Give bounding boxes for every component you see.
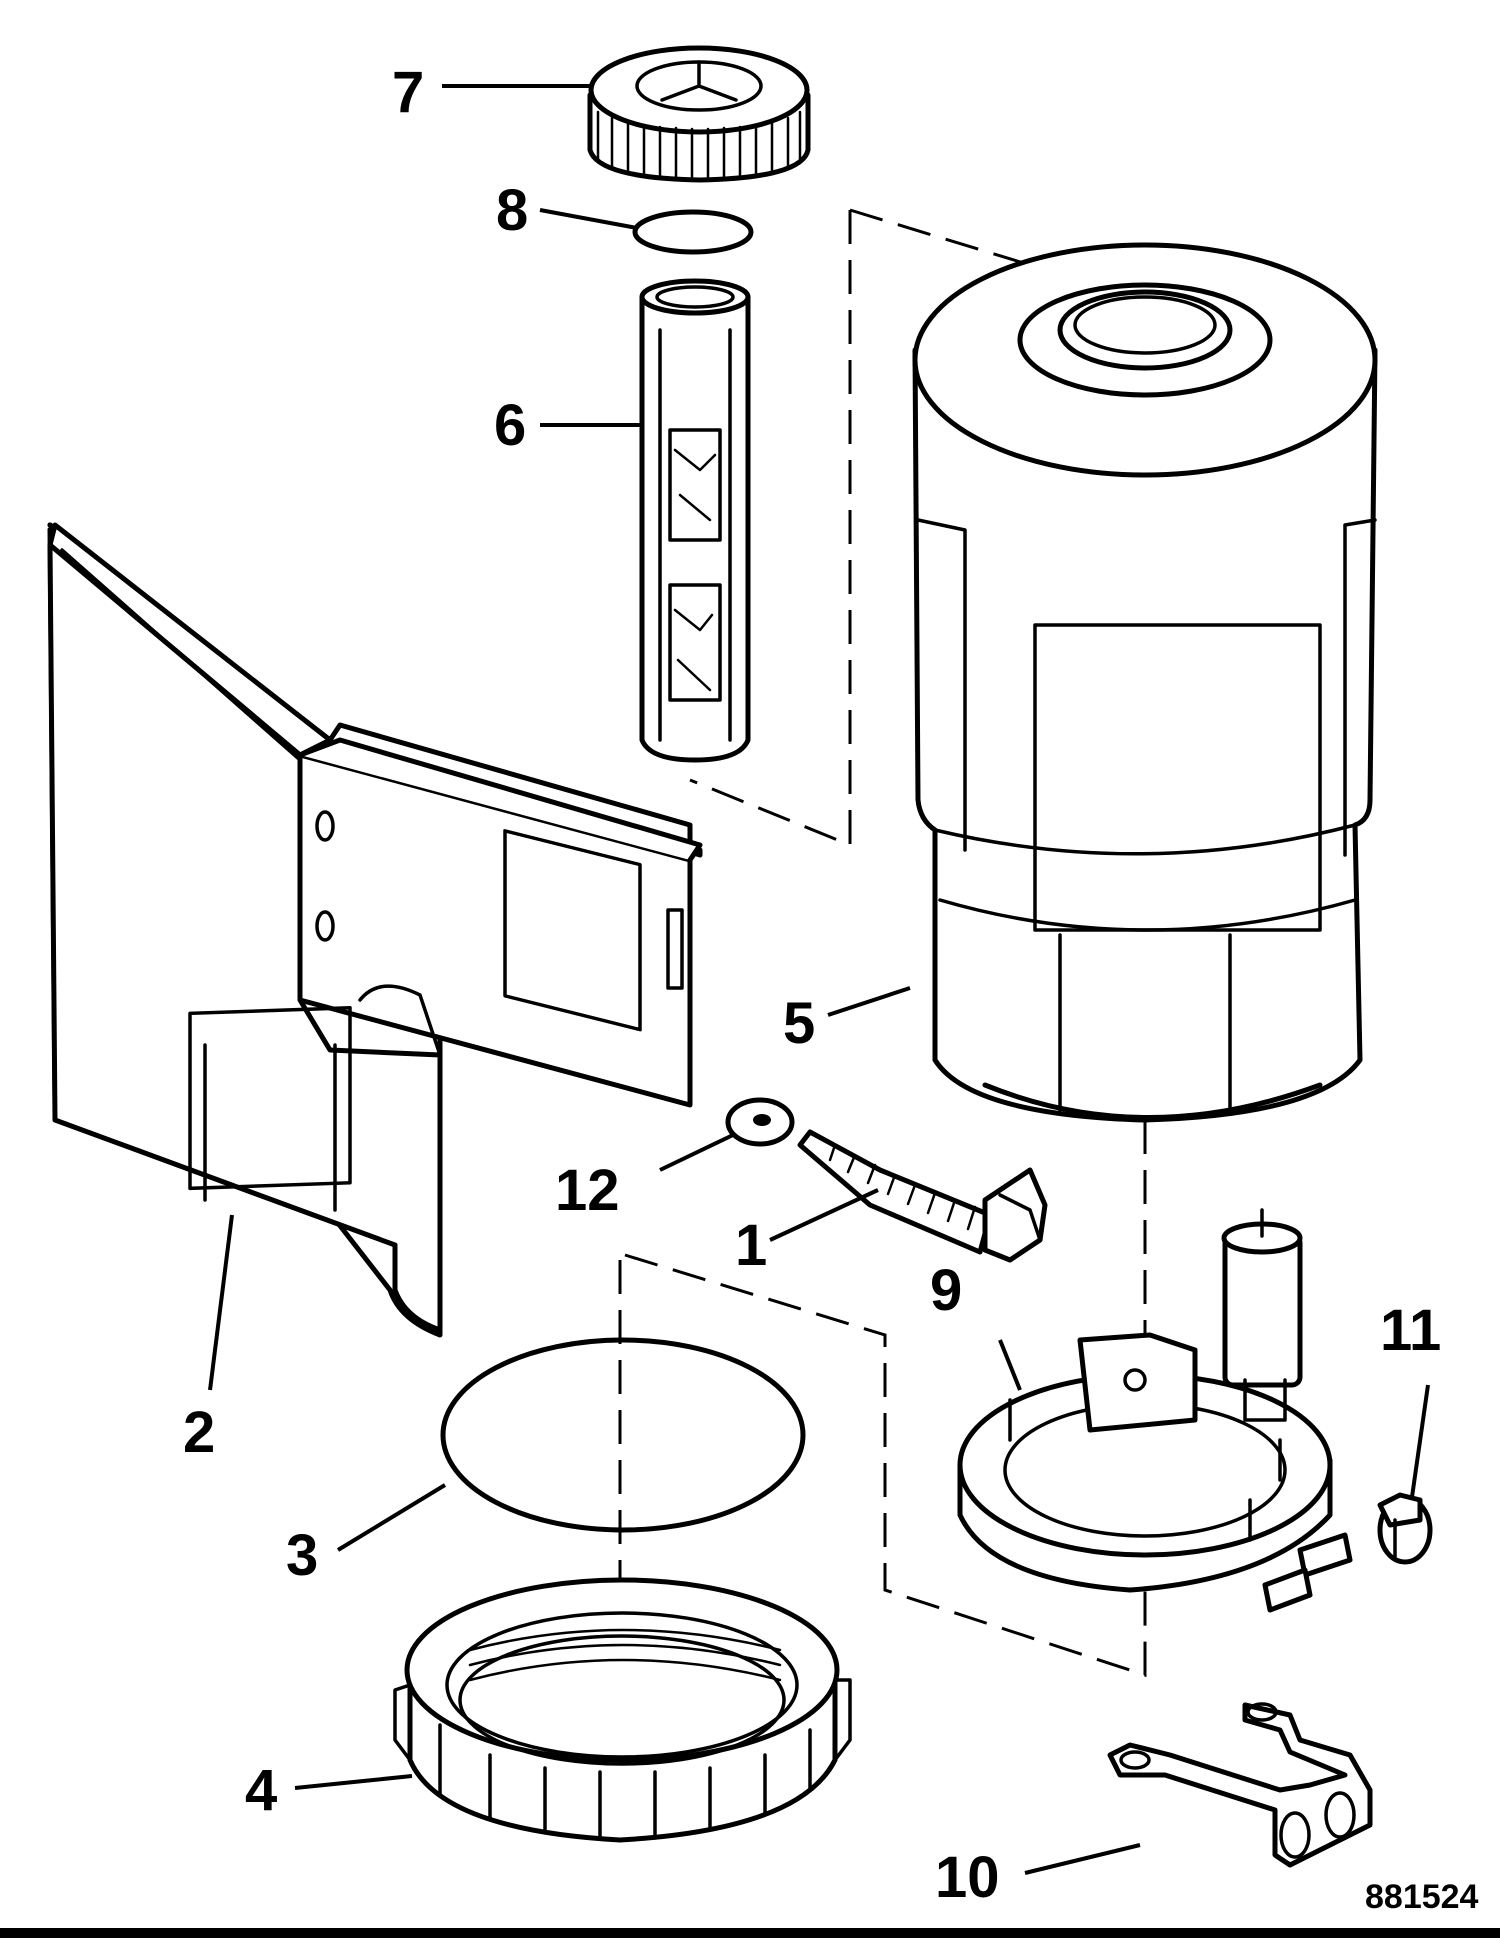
large-o-ring bbox=[440, 1337, 806, 1533]
callout-5: 5 bbox=[783, 991, 815, 1056]
cap-o-ring bbox=[632, 209, 754, 255]
callout-9: 9 bbox=[930, 1258, 962, 1323]
callout-12: 12 bbox=[555, 1158, 620, 1223]
callout-6: 6 bbox=[494, 393, 526, 458]
callout-labels: 7 8 6 5 12 1 9 11 2 3 4 10 bbox=[183, 60, 1441, 1910]
retaining-nut bbox=[393, 1577, 852, 1843]
bracket-outline bbox=[47, 522, 703, 1333]
callout-4: 4 bbox=[245, 1758, 277, 1823]
callout-1: 1 bbox=[735, 1213, 767, 1278]
callout-3: 3 bbox=[286, 1523, 318, 1588]
callout-8: 8 bbox=[496, 178, 528, 243]
callout-11: 11 bbox=[1380, 1298, 1441, 1363]
callout-7: 7 bbox=[392, 60, 424, 125]
reservoir-tank bbox=[912, 242, 1378, 1123]
lag-screw bbox=[797, 1129, 1048, 1263]
filter-screen bbox=[639, 278, 751, 763]
figure-code: 881524 bbox=[1365, 1878, 1479, 1916]
callout-10: 10 bbox=[935, 1845, 1000, 1910]
hose-clamp bbox=[1377, 1492, 1433, 1565]
filler-cap bbox=[587, 45, 811, 183]
bottom-rule bbox=[0, 1928, 1500, 1938]
leader-lines bbox=[208, 84, 1430, 1875]
pump-base-assembly bbox=[957, 1208, 1353, 1613]
callout-2: 2 bbox=[183, 1400, 215, 1465]
ground-strap bbox=[1107, 1702, 1373, 1868]
washer bbox=[725, 1097, 795, 1147]
